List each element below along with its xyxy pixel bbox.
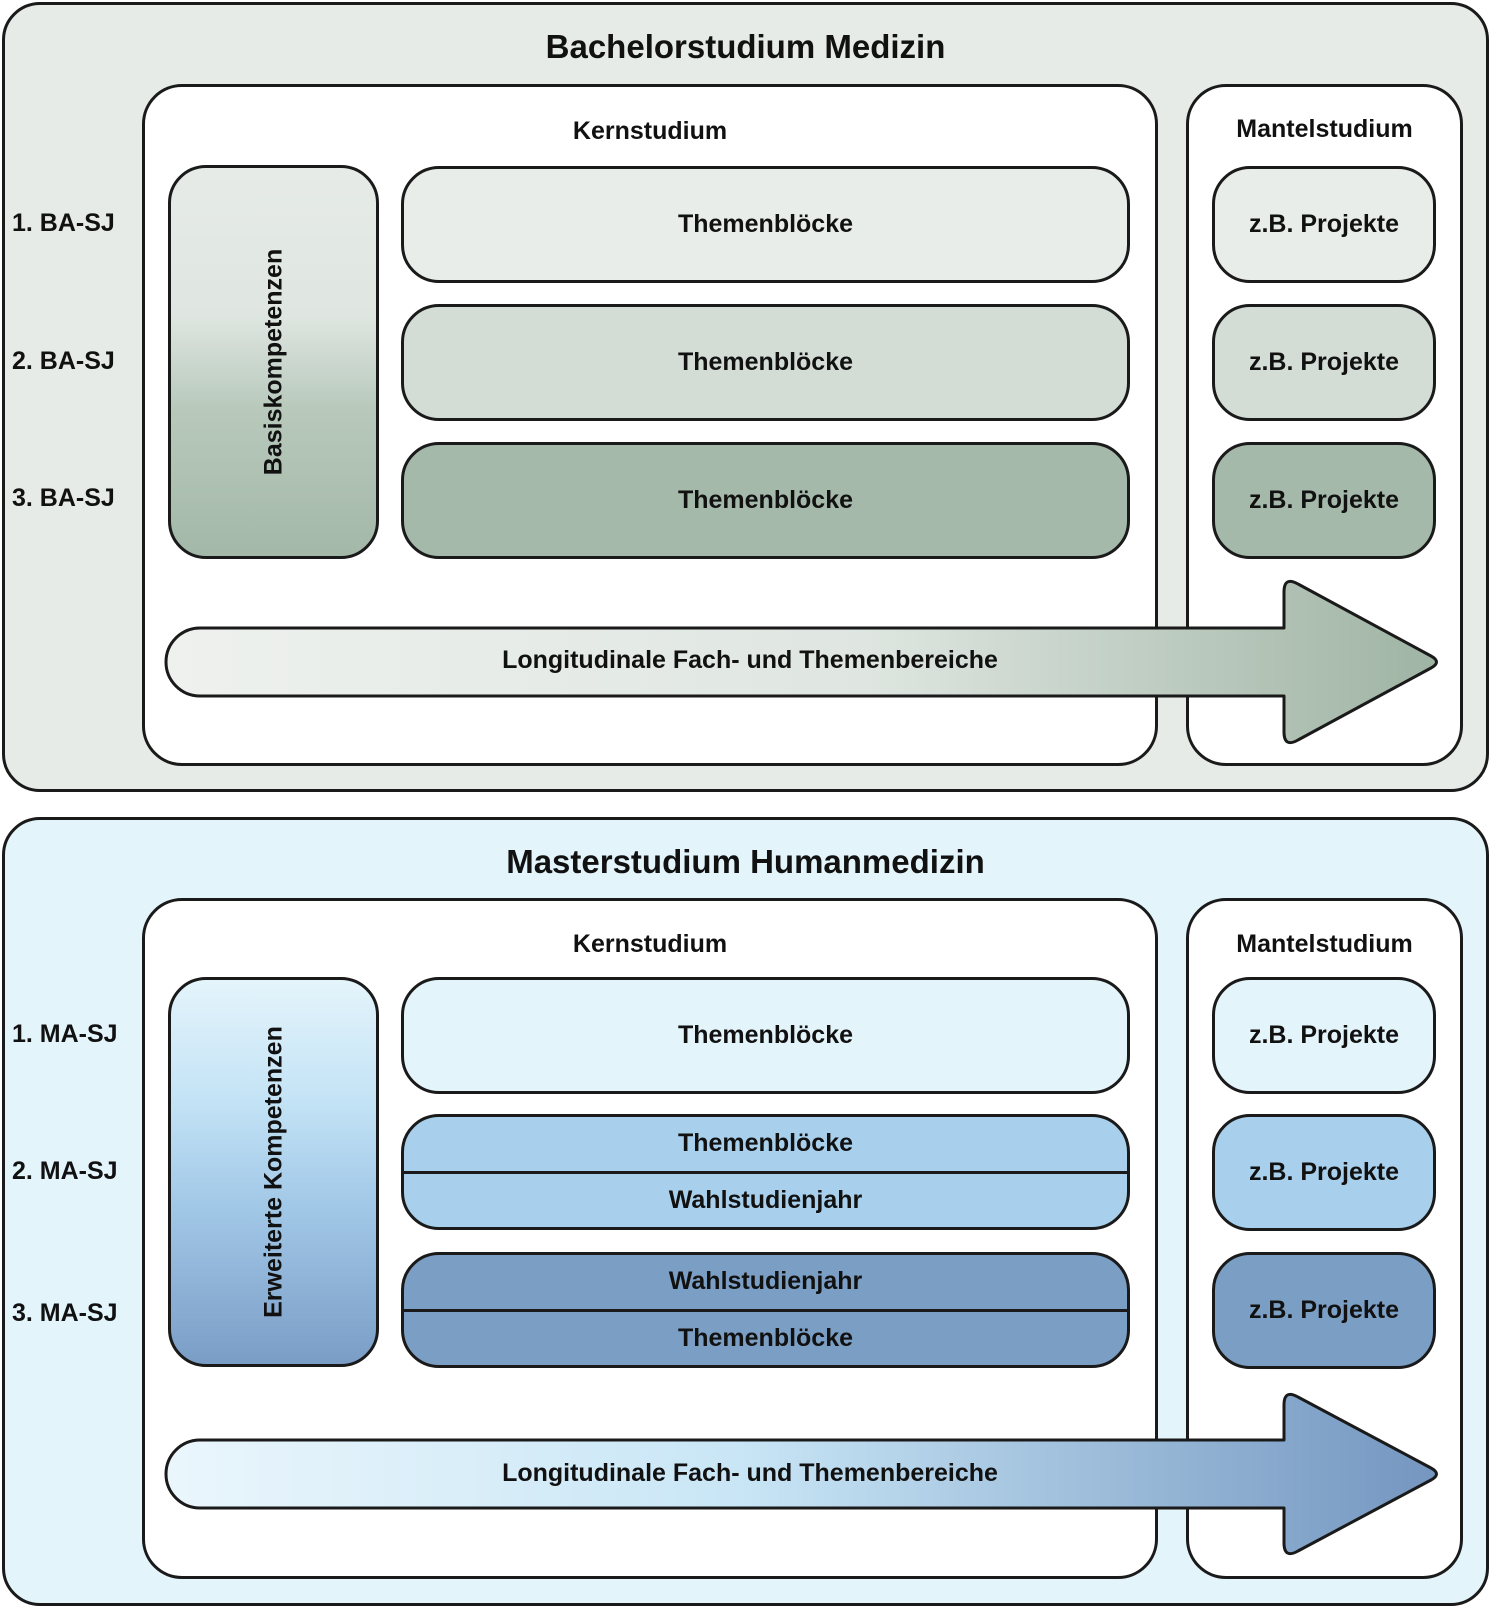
- master-erweiterte-kompetenzen-box: Erweiterte Kompetenzen: [168, 977, 379, 1367]
- bachelor-mantelstudium-label: Mantelstudium: [1236, 115, 1413, 143]
- master-wahlstudienjahr-2: Wahlstudienjahr: [404, 1170, 1127, 1228]
- bachelor-year-2-label: 2. BA-SJ: [12, 347, 115, 375]
- master-year-2-block: Themenblöcke Wahlstudienjahr: [401, 1114, 1130, 1230]
- bachelor-projekte-2: z.B. Projekte: [1212, 304, 1436, 421]
- master-year-2-label: 2. MA-SJ: [12, 1157, 118, 1185]
- master-year-3-label: 3. MA-SJ: [12, 1299, 118, 1327]
- bachelor-title: Bachelorstudium Medizin: [545, 28, 946, 65]
- master-wahlstudienjahr-3-label: Wahlstudienjahr: [668, 1267, 863, 1296]
- master-year-3-block: Wahlstudienjahr Themenblöcke: [401, 1252, 1130, 1368]
- master-mantelstudium-label: Mantelstudium: [1236, 930, 1413, 958]
- master-projekte-2-label: z.B. Projekte: [1248, 1158, 1400, 1186]
- bachelor-basiskompetenzen-box: Basiskompetenzen: [168, 165, 379, 559]
- bachelor-kernstudium-label: Kernstudium: [572, 117, 728, 145]
- master-themenbloecke-1-label: Themenblöcke: [677, 1021, 854, 1049]
- bachelor-year-3-label: 3. BA-SJ: [12, 484, 115, 512]
- bachelor-year-1-label: 1. BA-SJ: [12, 209, 115, 237]
- master-projekte-1-label: z.B. Projekte: [1248, 1021, 1400, 1049]
- bachelor-themenbloecke-2: Themenblöcke: [401, 304, 1130, 421]
- master-themenbloecke-2: Themenblöcke: [404, 1117, 1127, 1171]
- master-year-1-label: 1. MA-SJ: [12, 1020, 118, 1048]
- bachelor-themenbloecke-1-label: Themenblöcke: [677, 210, 854, 238]
- bachelor-themenbloecke-2-label: Themenblöcke: [677, 348, 854, 376]
- bachelor-projekte-3-label: z.B. Projekte: [1248, 486, 1400, 514]
- bachelor-themenbloecke-1: Themenblöcke: [401, 166, 1130, 283]
- master-themenbloecke-3: Themenblöcke: [404, 1308, 1127, 1366]
- master-projekte-3-label: z.B. Projekte: [1248, 1296, 1400, 1324]
- master-projekte-2: z.B. Projekte: [1212, 1114, 1436, 1231]
- master-themenbloecke-3-label: Themenblöcke: [677, 1323, 854, 1352]
- bachelor-projekte-1: z.B. Projekte: [1212, 166, 1436, 283]
- master-themenbloecke-1: Themenblöcke: [401, 977, 1130, 1094]
- bachelor-themenbloecke-3: Themenblöcke: [401, 442, 1130, 559]
- master-kernstudium-label: Kernstudium: [572, 930, 728, 958]
- master-projekte-3: z.B. Projekte: [1212, 1252, 1436, 1369]
- bachelor-themenbloecke-3-label: Themenblöcke: [677, 486, 854, 514]
- master-projekte-1: z.B. Projekte: [1212, 977, 1436, 1094]
- master-wahlstudienjahr-2-label: Wahlstudienjahr: [668, 1185, 863, 1214]
- bachelor-projekte-3: z.B. Projekte: [1212, 442, 1436, 559]
- master-wahlstudienjahr-3: Wahlstudienjahr: [404, 1255, 1127, 1309]
- bachelor-longitudinal-label: Longitudinale Fach- und Themenbereiche: [502, 646, 998, 674]
- master-themenbloecke-2-label: Themenblöcke: [677, 1129, 854, 1158]
- master-longitudinal-label: Longitudinale Fach- und Themenbereiche: [502, 1459, 998, 1487]
- bachelor-projekte-1-label: z.B. Projekte: [1248, 210, 1400, 238]
- master-title: Masterstudium Humanmedizin: [506, 843, 985, 880]
- bachelor-projekte-2-label: z.B. Projekte: [1248, 348, 1400, 376]
